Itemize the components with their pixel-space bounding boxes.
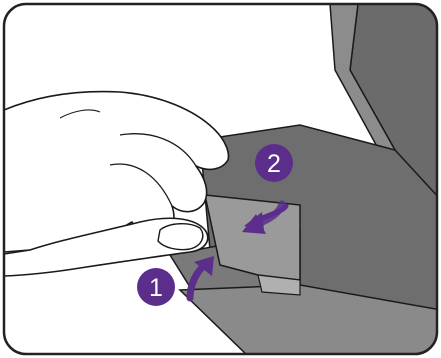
cover-panel-bevel [257, 274, 301, 296]
curved-arrow-up-icon [186, 256, 214, 302]
step-2-number: 2 [267, 150, 281, 178]
step-2-badge: 2 [255, 144, 293, 182]
curved-arrow-down-left-icon [242, 200, 289, 234]
thumbnail [157, 223, 204, 251]
knuckle-line [59, 109, 101, 119]
illustration-frame [2, 2, 439, 356]
thumb [4, 217, 209, 277]
finger-crease [109, 163, 173, 207]
finger-crease [119, 133, 197, 167]
step-1-number: 1 [149, 274, 163, 302]
step-1-badge: 1 [137, 268, 175, 306]
